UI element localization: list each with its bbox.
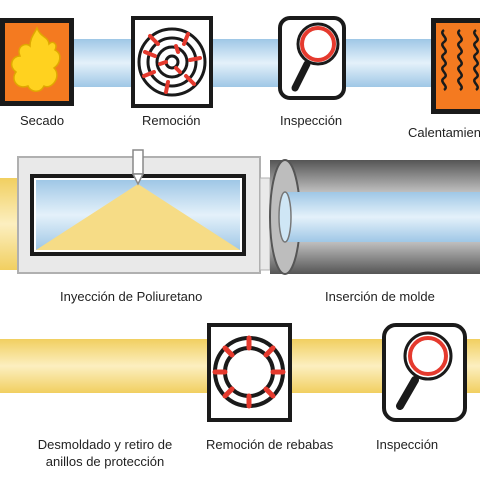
deburr-ring-icon xyxy=(212,335,286,409)
label-demold: Desmoldado y retiro de anillos de protec… xyxy=(10,436,200,470)
injection-station xyxy=(17,149,261,274)
deburr-station xyxy=(207,323,292,422)
label-deburr: Remoción de rebabas xyxy=(206,437,334,452)
inspection-station-2 xyxy=(382,323,467,422)
label-heating: Calentamien xyxy=(408,125,480,140)
coil-heater-icon xyxy=(441,28,479,92)
pipe-row2-yellow xyxy=(0,178,22,270)
injection-chamber-icon xyxy=(36,184,240,250)
mold-station xyxy=(269,159,480,275)
mold-sleeve-icon xyxy=(285,192,480,242)
flame-icon xyxy=(10,26,61,92)
label-inspection-1: Inspección xyxy=(280,113,343,128)
heating-station xyxy=(431,18,480,114)
inspection-station-1 xyxy=(278,16,346,100)
label-mold: Inserción de molde xyxy=(325,289,435,304)
spiral-brush-icon xyxy=(137,27,207,97)
drying-station xyxy=(0,18,74,106)
label-demold-line2: anillos de protección xyxy=(45,454,165,469)
label-removal: Remoción xyxy=(142,113,201,128)
label-demold-line1: Desmoldado y retiro de xyxy=(37,437,173,452)
label-inspection-2: Inspección xyxy=(376,437,439,452)
label-injection: Inyección de Poliuretano xyxy=(60,289,203,304)
label-drying: Secado xyxy=(20,113,65,128)
pipe-row1 xyxy=(0,39,480,87)
magnifier-icon xyxy=(291,22,340,92)
magnifier-icon xyxy=(396,331,453,410)
removal-station xyxy=(131,16,213,108)
